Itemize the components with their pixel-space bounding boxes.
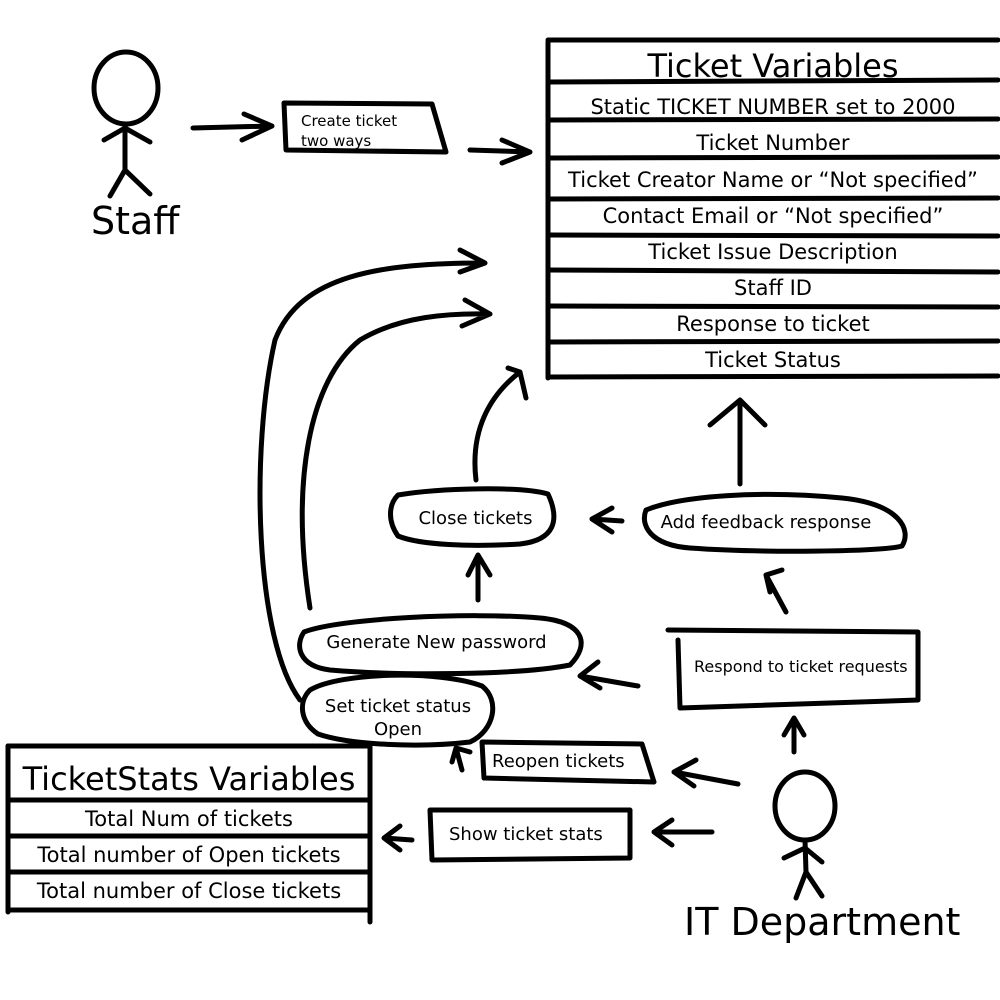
add-feedback-shape	[642, 491, 908, 554]
ticket-variables-table-frame	[545, 37, 1000, 381]
ticket-var-row: Ticket Status	[705, 348, 841, 372]
ticket-var-row: Static TICKET NUMBER set to 2000	[590, 95, 956, 119]
ticketstats-row: Total number of Close tickets	[36, 879, 342, 903]
ticketstats-table-frame	[5, 743, 373, 925]
it-department-label: IT Department	[684, 900, 961, 944]
it-figure	[772, 769, 838, 901]
set-status-line1: Set ticket status	[324, 696, 472, 717]
create-ticket-line1: Create ticket	[301, 112, 398, 130]
ticket-var-row: Ticket Number	[696, 131, 850, 155]
set-status-label: Set ticket status Open	[312, 695, 484, 742]
create-ticket-line2: two ways	[301, 131, 372, 150]
ticket-variables-title: Ticket Variables	[647, 47, 899, 85]
close-tickets-label: Close tickets	[418, 508, 533, 529]
close-tickets-shape	[388, 486, 557, 548]
ticketstats-title: TicketStats Variables	[22, 760, 356, 798]
add-feedback-label: Add feedback response	[660, 512, 872, 533]
ticket-var-row: Contact Email or “Not specified”	[602, 204, 944, 228]
show-stats-label: Show ticket stats	[449, 824, 603, 845]
set-status-shape	[300, 672, 496, 748]
show-stats-shape	[427, 807, 633, 863]
respond-requests-shape	[665, 627, 921, 711]
ticket-var-row: Staff ID	[734, 276, 812, 300]
create-ticket-box	[281, 100, 449, 155]
generate-password-label: Generate New password	[326, 632, 547, 653]
ticket-var-row: Response to ticket	[676, 312, 870, 336]
arrows	[190, 111, 807, 853]
set-status-line2: Open	[373, 719, 423, 741]
ticketstats-row: Total number of Open tickets	[37, 843, 341, 867]
staff-figure	[91, 49, 161, 199]
ticket-var-row: Ticket Issue Description	[648, 240, 898, 264]
reopen-tickets-label: Reopen tickets	[492, 751, 625, 772]
create-ticket-node: Create ticket two ways	[301, 112, 397, 151]
generate-password-shape	[297, 613, 584, 677]
ticket-var-row: Ticket Creator Name or “Not specified”	[568, 168, 978, 192]
staff-label: Staff	[91, 199, 180, 243]
respond-requests-label: Respond to ticket requests	[694, 657, 908, 676]
reopen-tickets-shape	[479, 739, 657, 785]
ticketstats-row: Total Num of tickets	[85, 807, 293, 831]
